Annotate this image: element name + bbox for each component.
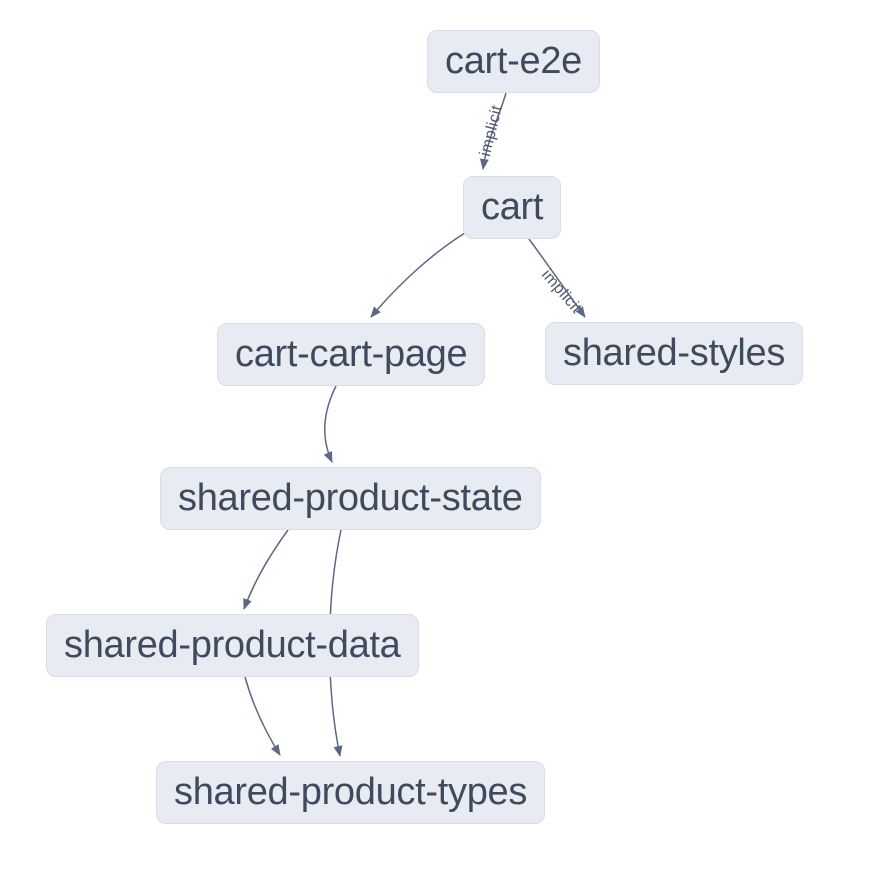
edge-cart-to-shared-styles xyxy=(528,238,586,318)
node-cart[interactable]: cart xyxy=(463,176,562,239)
node-shared-product-data[interactable]: shared-product-data xyxy=(46,614,419,677)
edge-cart-cart-page-to-shared-product-state xyxy=(323,385,337,463)
edge-shared-product-state-to-shared-product-data xyxy=(243,529,289,610)
edge-cart-to-cart-cart-page xyxy=(370,232,466,318)
node-cart-cart-page[interactable]: cart-cart-page xyxy=(217,323,486,386)
edge-cart-e2e-to-cart xyxy=(479,92,507,170)
edge-shared-product-data-to-shared-product-types xyxy=(244,676,281,756)
node-shared-product-state[interactable]: shared-product-state xyxy=(160,467,541,530)
node-shared-styles[interactable]: shared-styles xyxy=(545,322,804,385)
node-shared-product-types[interactable]: shared-product-types xyxy=(156,761,546,824)
node-cart-e2e[interactable]: cart-e2e xyxy=(427,30,601,93)
